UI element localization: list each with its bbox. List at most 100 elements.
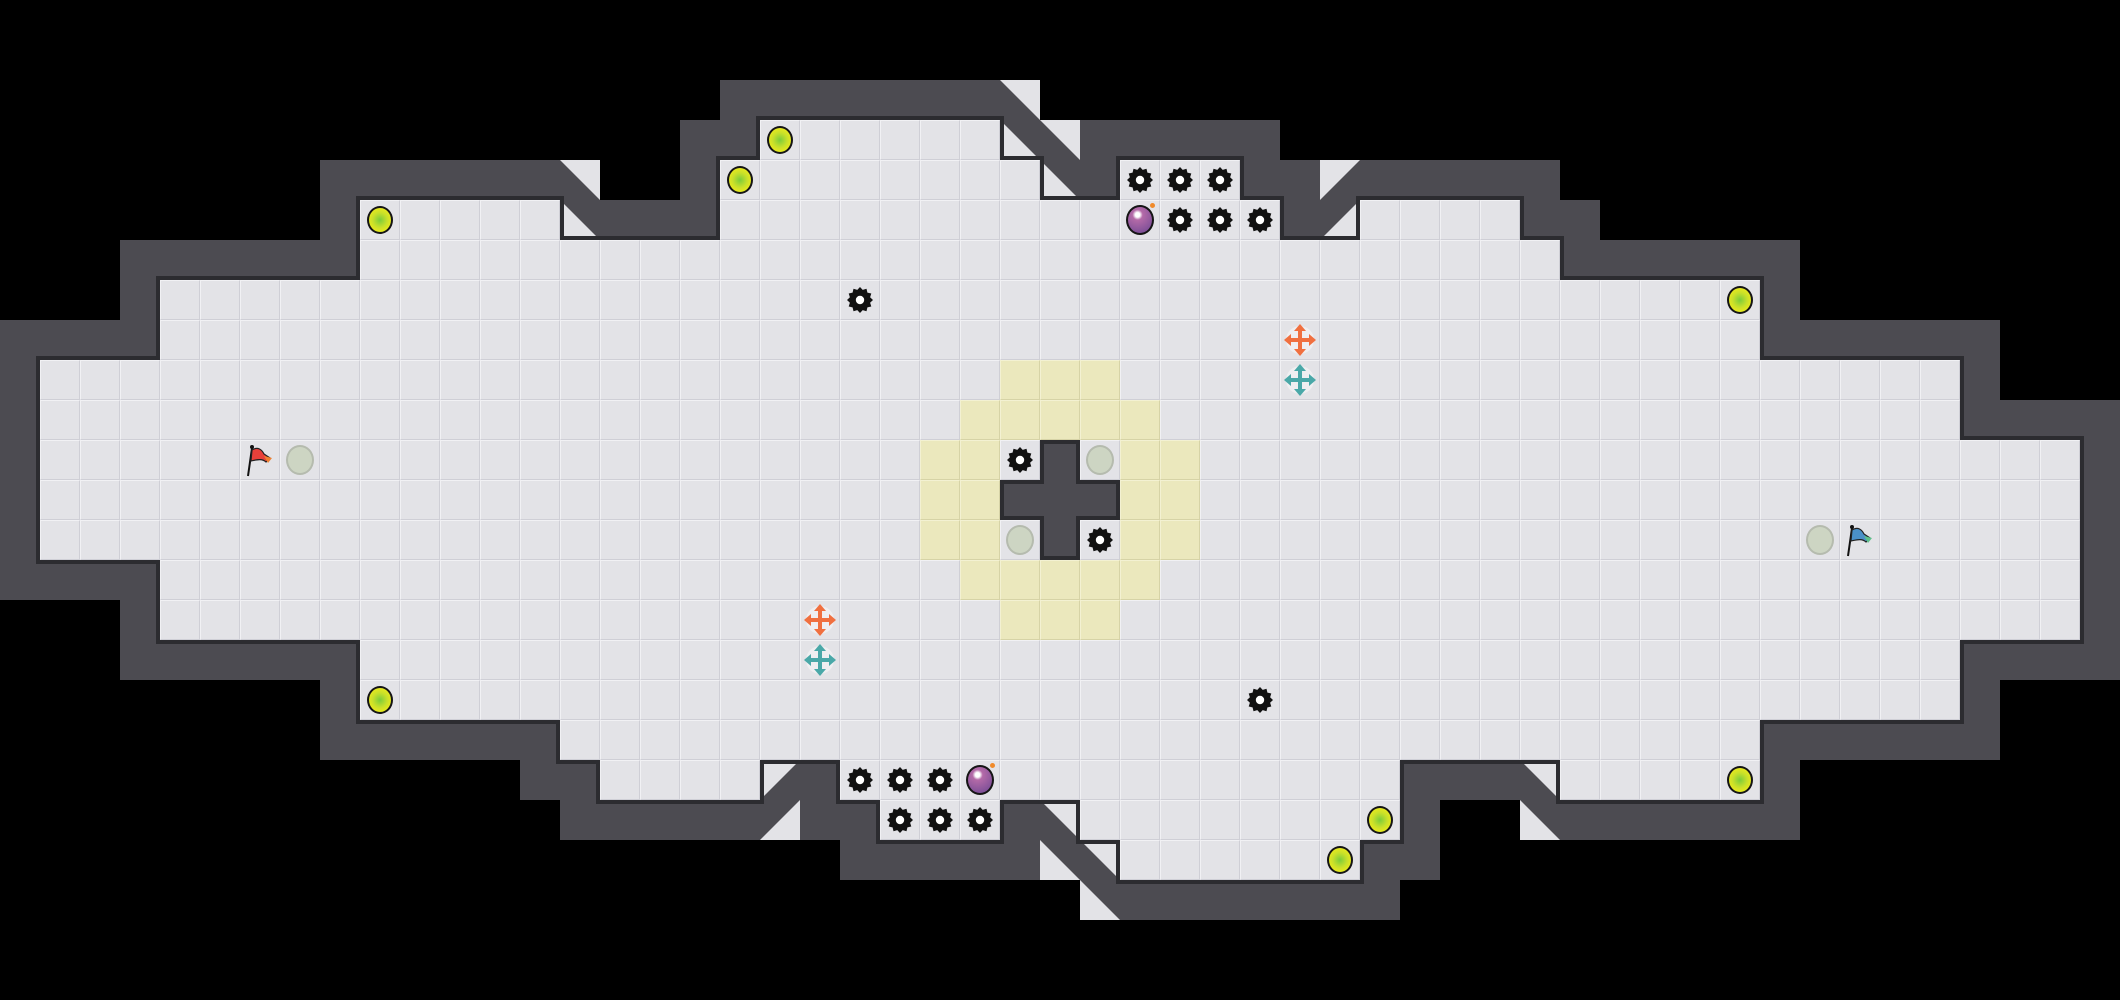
floor-tile[interactable] <box>1480 480 1520 520</box>
floor-tile[interactable] <box>720 680 760 720</box>
floor-tile[interactable] <box>1200 560 1240 600</box>
floor-tile[interactable] <box>960 720 1000 760</box>
floor-tile[interactable] <box>1320 520 1360 560</box>
floor-tile[interactable] <box>1400 360 1440 400</box>
floor-tile[interactable] <box>1280 440 1320 480</box>
floor-tile[interactable] <box>480 360 520 400</box>
floor-tile[interactable] <box>480 200 520 240</box>
floor-tile[interactable] <box>1480 240 1520 280</box>
floor-tile[interactable] <box>640 280 680 320</box>
blue-flag-icon[interactable] <box>1840 520 1880 560</box>
floor-tile[interactable] <box>1400 280 1440 320</box>
floor-tile[interactable] <box>1120 800 1160 840</box>
floor-tile[interactable] <box>1360 200 1400 240</box>
floor-tile[interactable] <box>80 400 120 440</box>
floor-tile[interactable] <box>680 280 720 320</box>
floor-tile[interactable] <box>920 600 960 640</box>
floor-tile[interactable] <box>760 640 800 680</box>
floor-tile[interactable] <box>1720 440 1760 480</box>
floor-tile[interactable] <box>760 200 800 240</box>
floor-tile[interactable] <box>600 640 640 680</box>
floor-tile[interactable] <box>160 480 200 520</box>
floor-tile[interactable] <box>1400 480 1440 520</box>
floor-tile[interactable] <box>1920 600 1960 640</box>
floor-tile[interactable] <box>120 440 160 480</box>
floor-tile[interactable] <box>1600 360 1640 400</box>
floor-tile[interactable] <box>320 480 360 520</box>
floor-tile[interactable] <box>760 560 800 600</box>
highlighted-floor-tile[interactable] <box>1120 480 1160 520</box>
floor-tile[interactable] <box>920 560 960 600</box>
floor-tile[interactable] <box>1200 800 1240 840</box>
floor-tile[interactable] <box>1680 480 1720 520</box>
floor-tile[interactable] <box>1520 440 1560 480</box>
floor-tile[interactable] <box>480 440 520 480</box>
floor-tile[interactable] <box>800 360 840 400</box>
floor-tile[interactable] <box>1360 440 1400 480</box>
floor-tile[interactable] <box>1880 400 1920 440</box>
floor-tile[interactable] <box>1920 560 1960 600</box>
floor-tile[interactable] <box>680 560 720 600</box>
floor-tile[interactable] <box>1640 480 1680 520</box>
floor-tile[interactable] <box>680 360 720 400</box>
floor-tile[interactable] <box>880 520 920 560</box>
highlighted-floor-tile[interactable] <box>920 440 960 480</box>
floor-tile[interactable] <box>1640 280 1680 320</box>
floor-tile[interactable] <box>840 520 880 560</box>
floor-tile[interactable] <box>840 240 880 280</box>
floor-tile[interactable] <box>1920 480 1960 520</box>
floor-tile[interactable] <box>1600 320 1640 360</box>
floor-tile[interactable] <box>1960 560 2000 600</box>
floor-tile[interactable] <box>1760 480 1800 520</box>
floor-tile[interactable] <box>200 520 240 560</box>
floor-tile[interactable] <box>320 320 360 360</box>
floor-tile[interactable] <box>400 200 440 240</box>
floor-tile[interactable] <box>400 480 440 520</box>
floor-tile[interactable] <box>1040 240 1080 280</box>
floor-tile[interactable] <box>1360 640 1400 680</box>
floor-tile[interactable] <box>360 280 400 320</box>
floor-tile[interactable] <box>1560 680 1600 720</box>
floor-tile[interactable] <box>1320 720 1360 760</box>
floor-tile[interactable] <box>160 400 200 440</box>
floor-tile[interactable] <box>1000 760 1040 800</box>
floor-tile[interactable] <box>160 600 200 640</box>
floor-tile[interactable] <box>1160 240 1200 280</box>
floor-tile[interactable] <box>1280 640 1320 680</box>
floor-tile[interactable] <box>680 600 720 640</box>
floor-tile[interactable] <box>1800 560 1840 600</box>
floor-tile[interactable] <box>1680 400 1720 440</box>
floor-tile[interactable] <box>1080 760 1120 800</box>
floor-tile[interactable] <box>1640 440 1680 480</box>
floor-tile[interactable] <box>1080 680 1120 720</box>
floor-tile[interactable] <box>1320 600 1360 640</box>
floor-tile[interactable] <box>1160 400 1200 440</box>
floor-tile[interactable] <box>1560 320 1600 360</box>
floor-tile[interactable] <box>1160 600 1200 640</box>
floor-tile[interactable] <box>280 480 320 520</box>
floor-tile[interactable] <box>1160 640 1200 680</box>
floor-tile[interactable] <box>1680 280 1720 320</box>
floor-tile[interactable] <box>920 160 960 200</box>
floor-tile[interactable] <box>1080 640 1120 680</box>
floor-tile[interactable] <box>1640 360 1680 400</box>
floor-tile[interactable] <box>880 680 920 720</box>
floor-tile[interactable] <box>640 320 680 360</box>
floor-tile[interactable] <box>80 480 120 520</box>
floor-tile[interactable] <box>1000 680 1040 720</box>
floor-tile[interactable] <box>320 360 360 400</box>
floor-tile[interactable] <box>720 240 760 280</box>
floor-tile[interactable] <box>1200 480 1240 520</box>
floor-tile[interactable] <box>920 120 960 160</box>
floor-tile[interactable] <box>1360 400 1400 440</box>
floor-tile[interactable] <box>400 240 440 280</box>
floor-tile[interactable] <box>1760 440 1800 480</box>
floor-tile[interactable] <box>400 360 440 400</box>
floor-tile[interactable] <box>520 480 560 520</box>
floor-tile[interactable] <box>1880 520 1920 560</box>
floor-tile[interactable] <box>1160 320 1200 360</box>
highlighted-floor-tile[interactable] <box>1080 400 1120 440</box>
floor-tile[interactable] <box>1200 360 1240 400</box>
highlighted-floor-tile[interactable] <box>1120 440 1160 480</box>
floor-tile[interactable] <box>280 280 320 320</box>
